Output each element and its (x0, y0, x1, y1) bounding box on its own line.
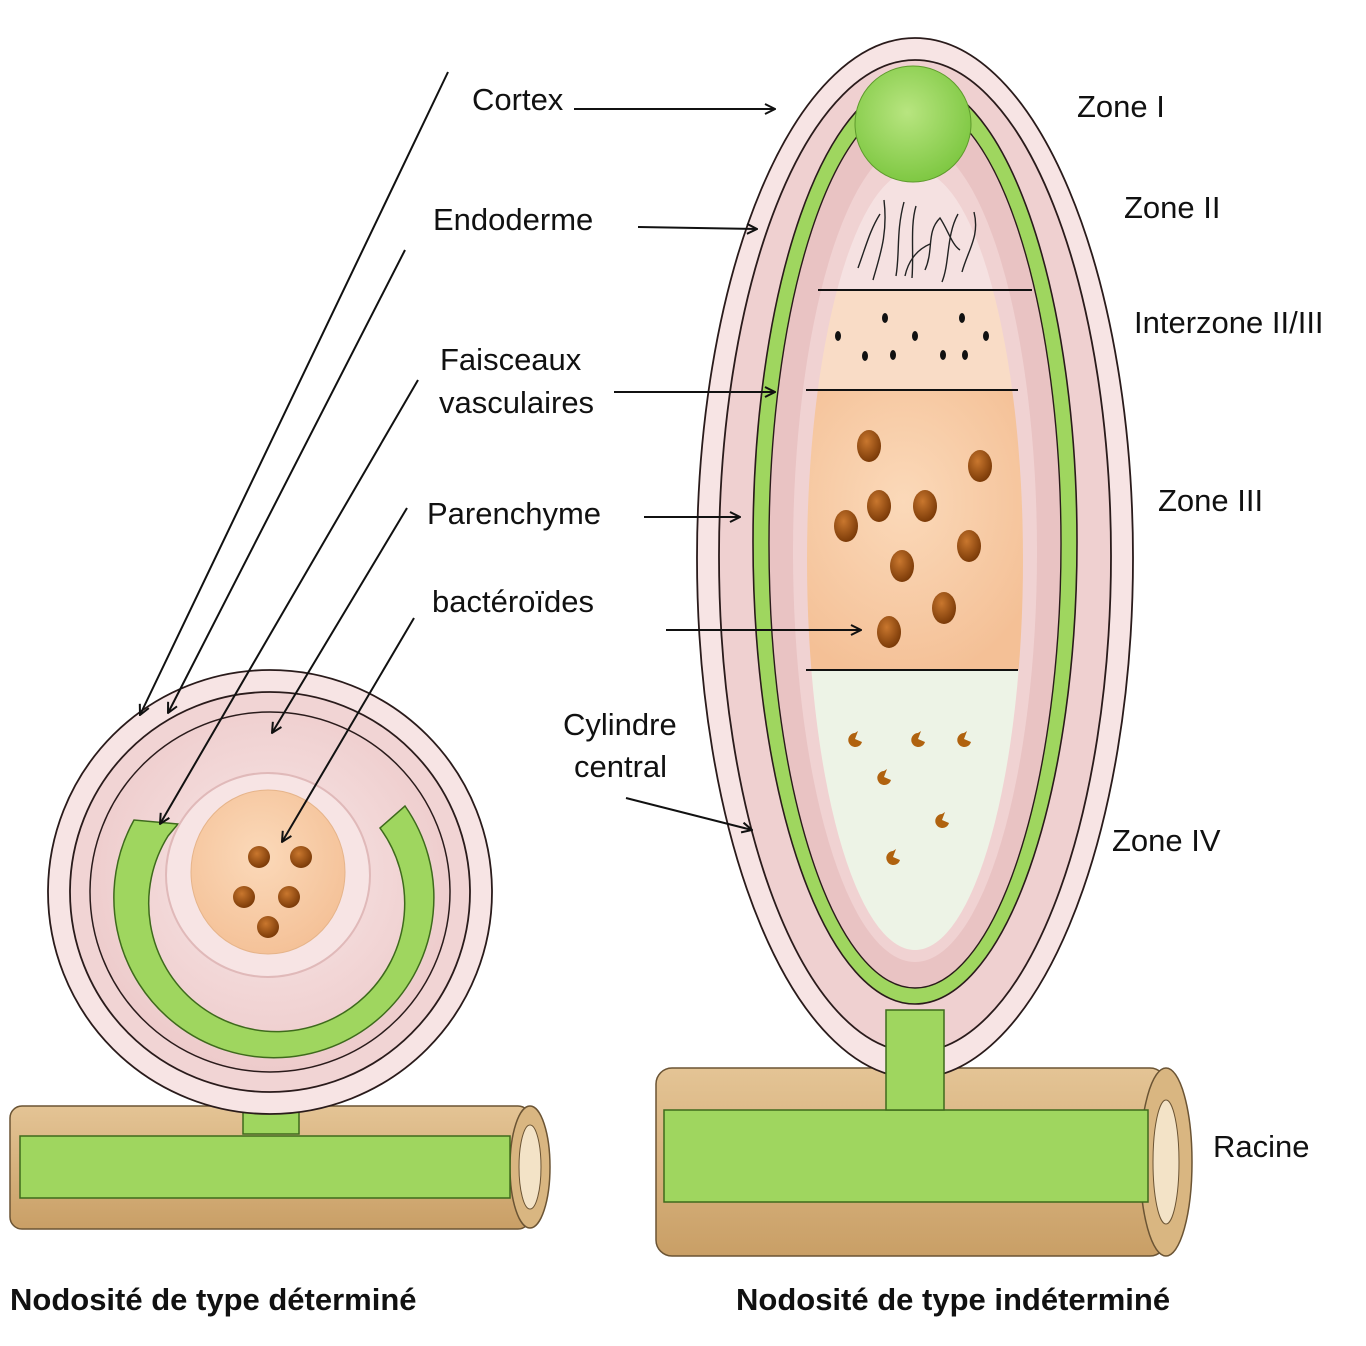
label-zone2: Zone II (1124, 190, 1221, 225)
label-cortex: Cortex (472, 82, 564, 117)
bacteroid (913, 490, 937, 522)
bacterium (862, 351, 868, 361)
label-zone1: Zone I (1077, 89, 1165, 124)
label-central: central (574, 749, 667, 784)
bacterium (835, 331, 841, 341)
bacterium (983, 331, 989, 341)
vascular-stalk-right (886, 1010, 944, 1110)
bacteroid (290, 846, 312, 868)
bacterium (940, 350, 946, 360)
label-zone4: Zone IV (1112, 823, 1221, 858)
caption-determinate: Nodosité de type déterminé (10, 1282, 417, 1317)
arrow-endoderme-left (168, 250, 405, 713)
label-faisceaux: Faisceaux (440, 342, 582, 377)
determinate-nodule (10, 670, 550, 1229)
bacteroid (890, 550, 914, 582)
bacterium (912, 331, 918, 341)
bacteroid (857, 430, 881, 462)
label-bacteroides: bactéroïdes (432, 584, 594, 619)
bacteroid (877, 616, 901, 648)
bacteroid (233, 886, 255, 908)
label-vasculaires: vasculaires (439, 385, 594, 420)
bacteroid (968, 450, 992, 482)
indeterminate-nodule (656, 38, 1192, 1256)
bacterium (959, 313, 965, 323)
bacteroid (834, 510, 858, 542)
label-zone3: Zone III (1158, 483, 1263, 518)
arrow-cortex-left (140, 72, 448, 715)
bacteroid (278, 886, 300, 908)
caption-indeterminate: Nodosité de type indéterminé (736, 1282, 1170, 1317)
label-parenchyme: Parenchyme (427, 496, 601, 531)
bacterium (890, 350, 896, 360)
bacteroid (957, 530, 981, 562)
meristem-zone1 (855, 66, 971, 182)
bacteroid (867, 490, 891, 522)
label-interzone: Interzone II/III (1134, 305, 1324, 340)
label-endoderme: Endoderme (433, 202, 593, 237)
label-racine: Racine (1213, 1129, 1310, 1164)
bacteroid (932, 592, 956, 624)
label-cylindre: Cylindre (563, 707, 677, 742)
bacteroid (248, 846, 270, 868)
bacterium (882, 313, 888, 323)
bacteroid (257, 916, 279, 938)
bacterium (962, 350, 968, 360)
arrow-endoderme (638, 227, 757, 229)
